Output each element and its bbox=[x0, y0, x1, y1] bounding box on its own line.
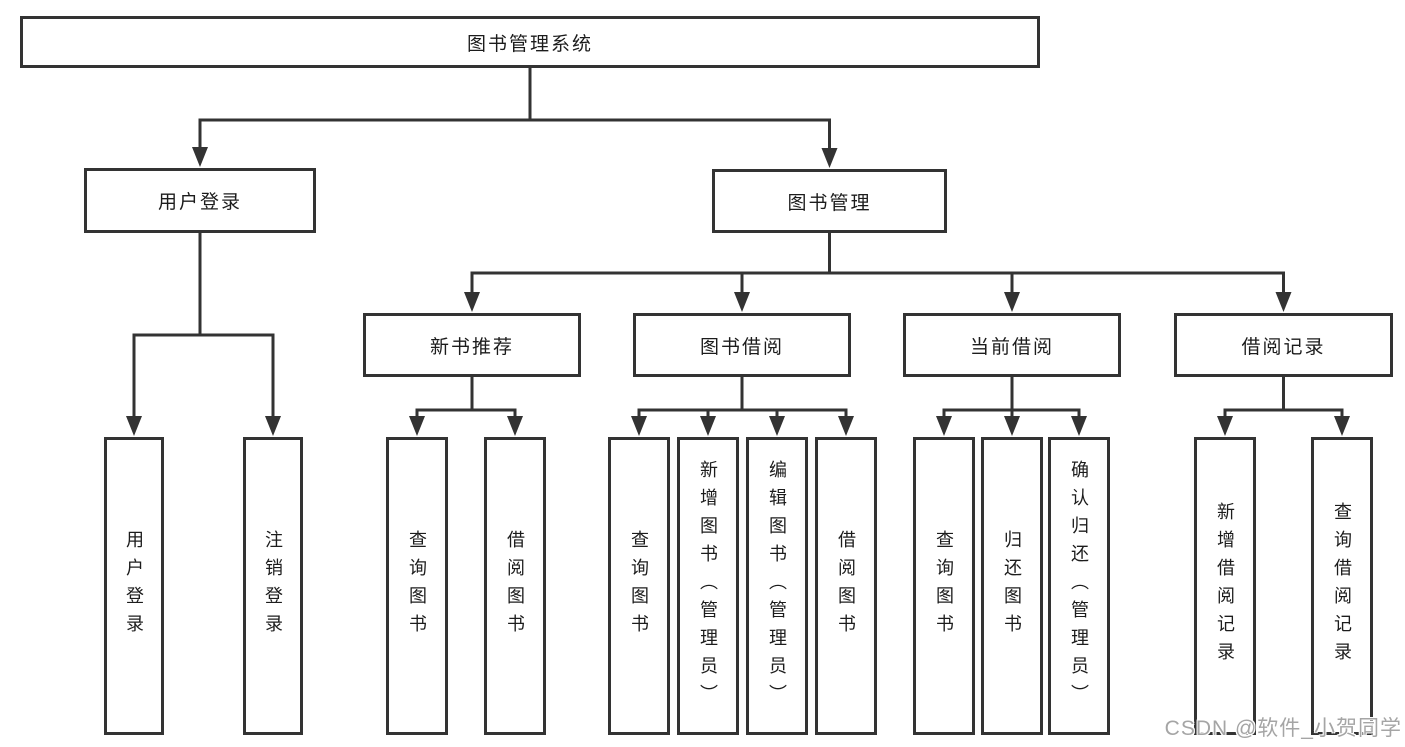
arrowhead-icon bbox=[1004, 292, 1020, 312]
node-label: 借阅图书 bbox=[505, 530, 525, 642]
node-login-user: 用户登录 bbox=[104, 437, 164, 735]
node-b-query: 查询图书 bbox=[608, 437, 670, 735]
node-b-borrow: 借阅图书 bbox=[815, 437, 877, 735]
node-r-add: 新增借阅记录 bbox=[1194, 437, 1256, 735]
arrowhead-icon bbox=[265, 416, 281, 436]
node-current: 当前借阅 bbox=[903, 313, 1121, 377]
arrowhead-icon bbox=[821, 148, 838, 168]
node-rec: 新书推荐 bbox=[363, 313, 581, 377]
node-root: 图书管理系统 bbox=[20, 16, 1040, 68]
node-login-logout: 注销登录 bbox=[243, 437, 303, 735]
node-label: 当前借阅 bbox=[969, 336, 1054, 358]
arrowhead-icon bbox=[1275, 292, 1292, 312]
node-label: 编辑图书（管理员） bbox=[767, 460, 787, 712]
node-label: 借阅记录 bbox=[1241, 336, 1326, 358]
node-b-edit: 编辑图书（管理员） bbox=[746, 437, 808, 735]
node-label: 用户登录 bbox=[157, 192, 242, 213]
arrowhead-icon bbox=[1334, 416, 1350, 436]
arrowhead-icon bbox=[734, 292, 750, 312]
arrowhead-icon bbox=[631, 416, 647, 436]
node-records: 借阅记录 bbox=[1174, 313, 1393, 377]
node-rec-borrow: 借阅图书 bbox=[484, 437, 546, 735]
arrowhead-icon bbox=[700, 416, 716, 436]
arrowhead-icon bbox=[192, 147, 208, 167]
node-login: 用户登录 bbox=[84, 168, 316, 233]
arrowhead-icon bbox=[1004, 416, 1020, 436]
node-b-add: 新增图书（管理员） bbox=[677, 437, 739, 735]
node-label: 图书管理系统 bbox=[466, 33, 593, 55]
node-label: 新书推荐 bbox=[429, 336, 514, 358]
node-label: 图书借阅 bbox=[699, 336, 784, 358]
node-label: 图书管理 bbox=[787, 192, 872, 214]
node-label: 借阅图书 bbox=[836, 530, 856, 642]
arrowhead-icon bbox=[769, 416, 785, 436]
arrowhead-icon bbox=[464, 292, 480, 312]
node-borrow: 图书借阅 bbox=[633, 313, 851, 377]
node-label: 查询图书 bbox=[407, 530, 427, 642]
node-label: 归还图书 bbox=[1002, 530, 1022, 642]
node-label: 查询图书 bbox=[934, 530, 954, 642]
node-label: 查询借阅记录 bbox=[1332, 502, 1352, 670]
arrowhead-icon bbox=[409, 416, 425, 436]
node-c-confirm: 确认归还（管理员） bbox=[1048, 437, 1110, 735]
arrowhead-icon bbox=[838, 416, 854, 436]
node-c-query: 查询图书 bbox=[913, 437, 975, 735]
node-r-query: 查询借阅记录 bbox=[1311, 437, 1373, 735]
node-label: 注销登录 bbox=[263, 530, 283, 642]
node-rec-query: 查询图书 bbox=[386, 437, 448, 735]
node-label: 查询图书 bbox=[629, 530, 649, 642]
arrowhead-icon bbox=[936, 416, 952, 436]
arrowhead-icon bbox=[126, 416, 142, 436]
csdn-watermark: CSDN @软件_小贺同学 bbox=[1164, 717, 1402, 740]
arrowhead-icon bbox=[1071, 416, 1087, 436]
arrowhead-icon bbox=[1217, 416, 1233, 436]
node-label: 新增图书（管理员） bbox=[698, 460, 718, 712]
node-mgmt: 图书管理 bbox=[712, 169, 947, 233]
arrowhead-icon bbox=[507, 416, 523, 436]
node-c-return: 归还图书 bbox=[981, 437, 1043, 735]
node-label: 用户登录 bbox=[124, 530, 144, 642]
node-label: 新增借阅记录 bbox=[1215, 502, 1235, 670]
node-label: 确认归还（管理员） bbox=[1069, 460, 1089, 712]
